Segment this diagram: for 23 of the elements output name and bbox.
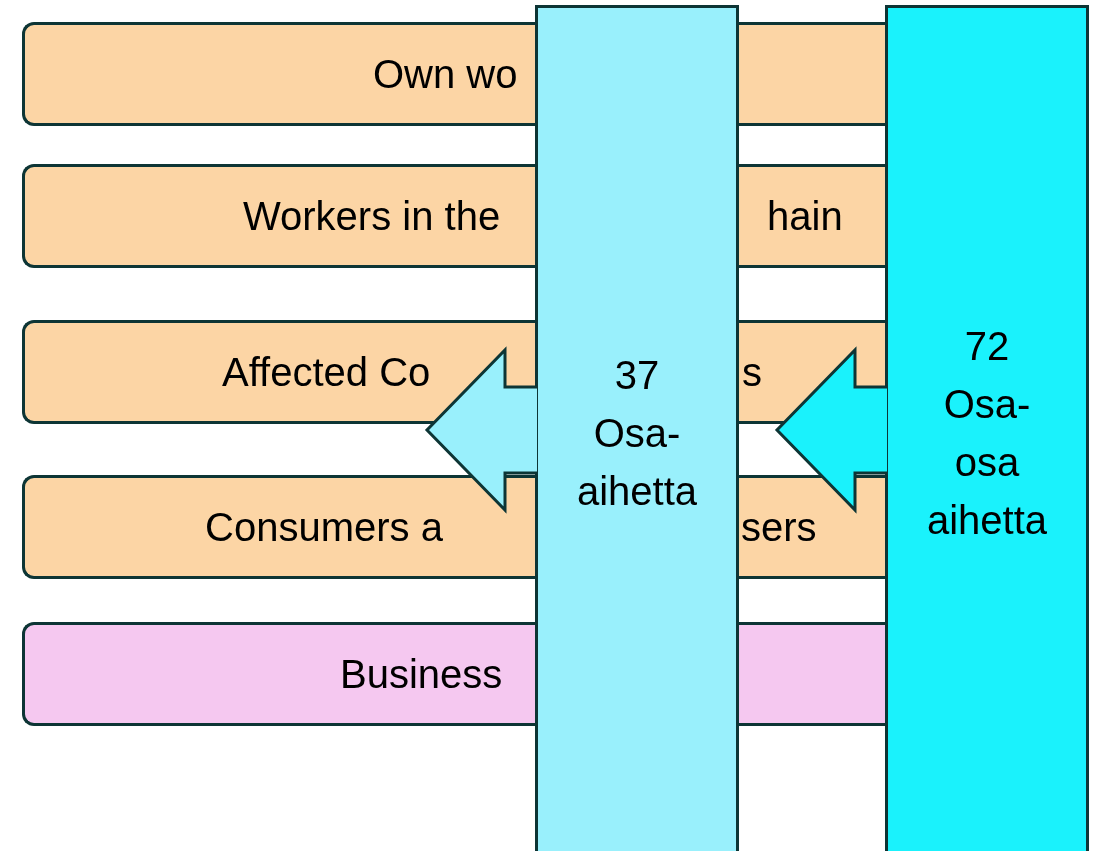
topic-column <box>885 5 1089 851</box>
topic-count-label: 37 Osa- aihetta <box>575 352 699 515</box>
block-arrow <box>424 346 539 514</box>
category-label: Own wo <box>373 51 518 97</box>
category-bar <box>22 164 535 268</box>
category-label: sers <box>741 504 817 550</box>
category-bar-segment <box>739 475 885 579</box>
topic-column <box>535 5 739 851</box>
category-bar-segment <box>739 164 885 268</box>
category-label: Consumers a <box>205 504 443 550</box>
block-arrow <box>774 346 889 514</box>
category-bar <box>22 320 535 424</box>
category-bar <box>22 622 535 726</box>
topic-count-label: 72 Osa- osa aihetta <box>925 323 1049 544</box>
category-label: Business <box>340 651 503 697</box>
category-label: hain <box>767 193 843 239</box>
category-bar <box>22 475 535 579</box>
category-bar <box>22 22 535 126</box>
category-label: s <box>742 349 762 395</box>
category-label: Affected Co <box>222 349 431 395</box>
category-bar-segment <box>739 22 885 126</box>
category-label: Workers in the <box>243 193 501 239</box>
category-bar-segment <box>739 622 885 726</box>
